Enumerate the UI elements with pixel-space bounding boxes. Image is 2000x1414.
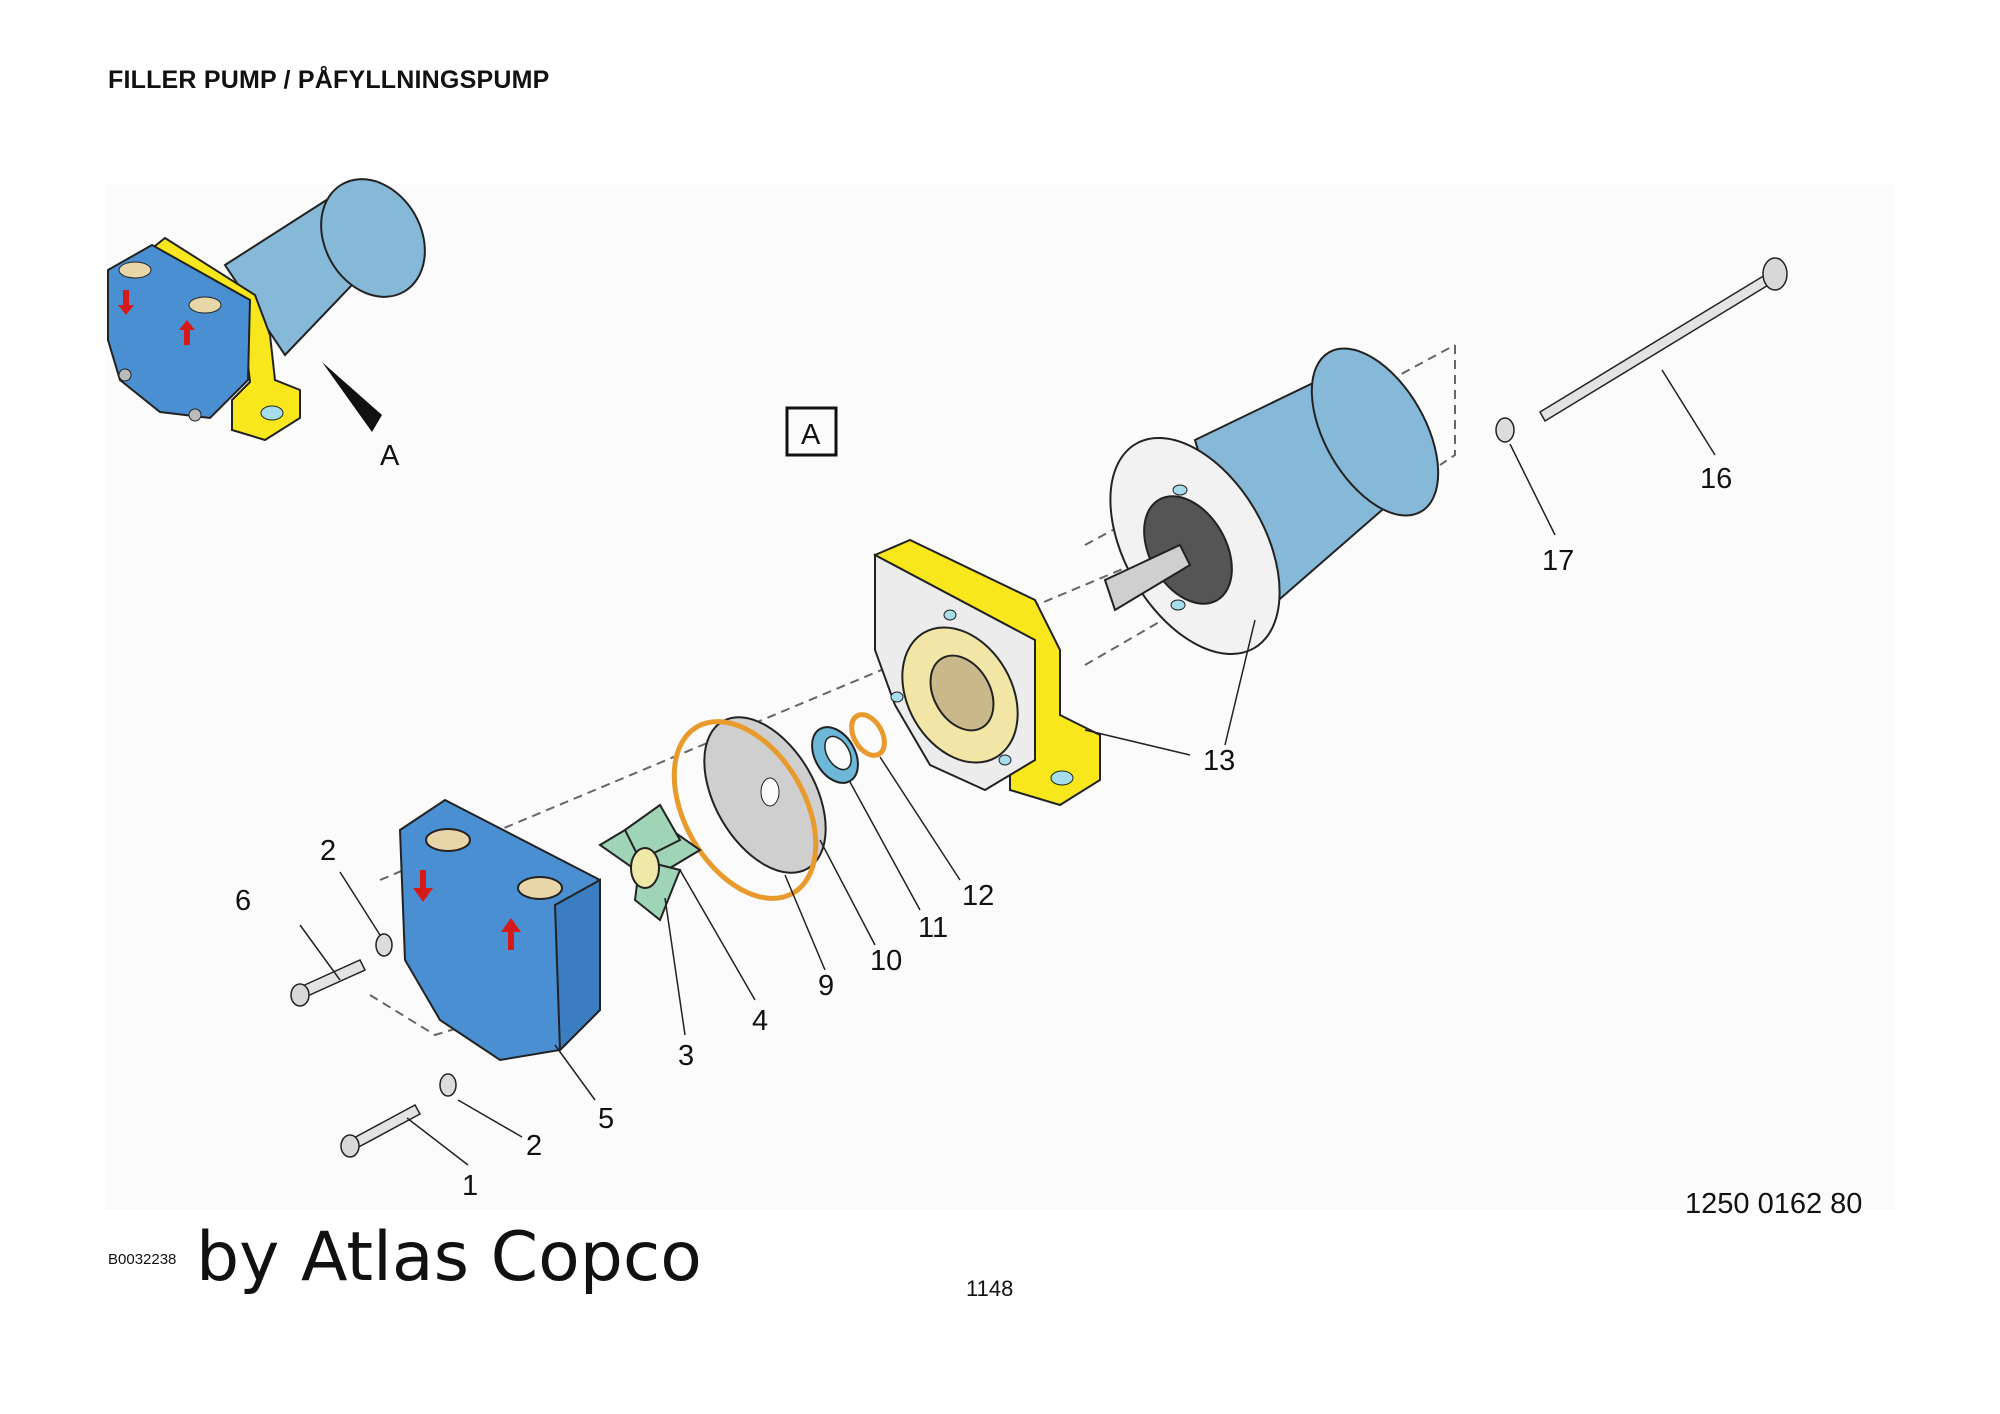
overview-pump xyxy=(107,178,426,442)
view-arrow-label: A xyxy=(380,440,400,472)
screw-6 xyxy=(290,959,367,1007)
bracket xyxy=(873,538,1101,807)
figure-id: B0032238 xyxy=(108,1251,177,1268)
callout-4: 4 xyxy=(752,1005,768,1037)
bolt-16 xyxy=(1538,257,1788,423)
callout-2-lower: 2 xyxy=(526,1130,542,1162)
washer-2-upper xyxy=(375,933,393,957)
red-flow-arrow-icon xyxy=(118,290,195,345)
callout-11: 11 xyxy=(918,912,948,944)
callout-6: 6 xyxy=(235,885,251,917)
pump-housing xyxy=(398,798,601,1062)
callout-1: 1 xyxy=(462,1170,478,1202)
watermark: by Atlas Copco xyxy=(196,1218,702,1297)
callout-17: 17 xyxy=(1542,545,1574,577)
view-marker-box xyxy=(785,406,838,457)
view-arrow-icon xyxy=(322,362,382,432)
leader-lines xyxy=(299,369,1716,1166)
callout-12: 12 xyxy=(962,880,994,912)
page-number: 1148 xyxy=(966,1276,1014,1301)
overview-housing xyxy=(107,243,252,422)
callout-2-upper: 2 xyxy=(320,835,336,867)
part-number: 1250 0162 80 xyxy=(1685,1188,1863,1220)
callout-5: 5 xyxy=(598,1103,614,1135)
callout-9: 9 xyxy=(818,970,834,1002)
red-flow-arrow-icon xyxy=(413,870,521,950)
o-ring-small xyxy=(849,712,887,758)
callout-3: 3 xyxy=(678,1040,694,1072)
washer-17 xyxy=(1495,417,1515,443)
impeller xyxy=(598,803,702,922)
page-title: FILLER PUMP / PÅFYLLNINGSPUMP xyxy=(108,66,550,94)
callout-13: 13 xyxy=(1203,745,1235,777)
washer-2-lower xyxy=(439,1073,457,1097)
overview-motor xyxy=(223,178,426,357)
callout-10: 10 xyxy=(870,945,902,977)
view-marker: A xyxy=(801,419,821,451)
motor xyxy=(1103,347,1440,656)
screw-1 xyxy=(340,1103,422,1158)
callout-16: 16 xyxy=(1700,463,1732,495)
